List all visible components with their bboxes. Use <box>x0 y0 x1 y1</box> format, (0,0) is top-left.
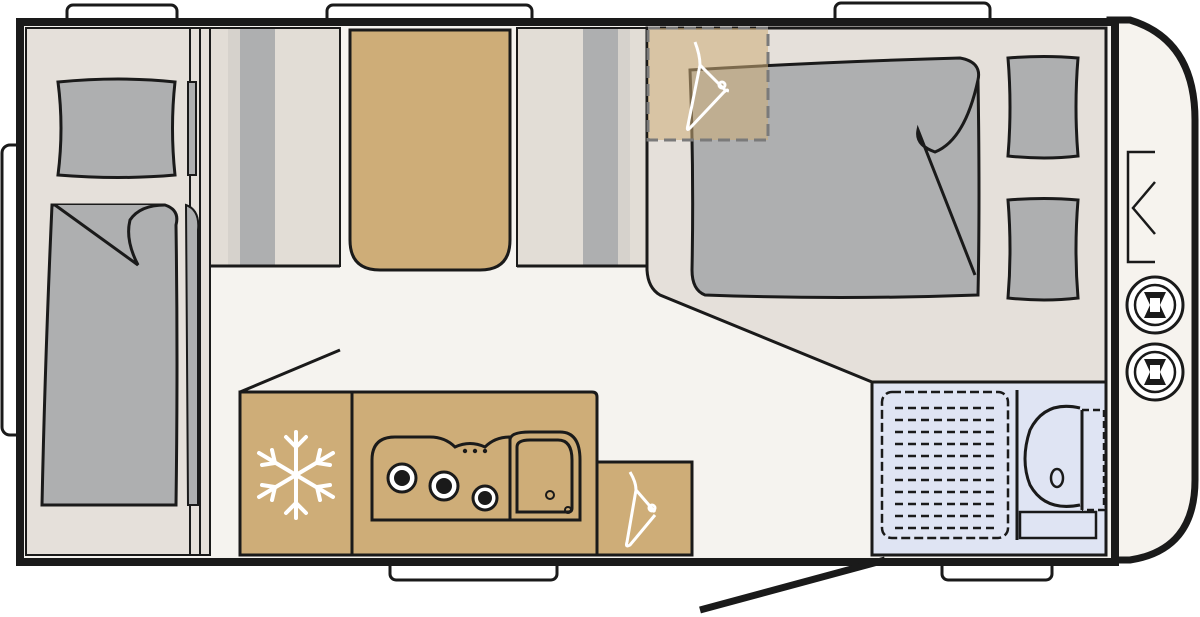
sink-icon <box>508 430 582 522</box>
wardrobe-cabinet <box>595 460 694 557</box>
hob-icon <box>370 435 512 522</box>
dinette <box>209 27 648 272</box>
kitchen-wall-diagonal <box>239 348 341 394</box>
dinette-backrest-left <box>240 28 275 266</box>
shower-tray-icon <box>880 390 1010 540</box>
hanger-icon <box>624 471 657 548</box>
front-blanket-fold <box>916 79 980 276</box>
entrance-door[interactable] <box>699 556 886 614</box>
outer-wall <box>16 18 1115 566</box>
kitchen <box>238 348 694 557</box>
front-storage <box>1113 28 1185 555</box>
front-pillow-top <box>1006 55 1080 160</box>
dinette-backrest-right-stripe <box>618 28 630 266</box>
rear-bed-area <box>25 27 211 556</box>
toilet-icon <box>1018 404 1106 540</box>
front-pillow-bottom <box>1006 197 1080 302</box>
rear-blanket-side <box>184 203 200 506</box>
rear-blanket-fold <box>54 203 166 267</box>
overhead-wardrobe-box <box>646 26 770 142</box>
hanger-icon <box>685 41 730 131</box>
rear-blanket <box>40 203 179 507</box>
dinette-table <box>348 28 512 272</box>
gas-bottle-icon <box>1125 275 1185 335</box>
rear-pillow-edge <box>187 81 197 176</box>
overhead-wardrobe <box>646 26 770 142</box>
dinette-backrest-right <box>583 28 618 266</box>
bathroom <box>870 380 1108 557</box>
gas-bottle-icon <box>1125 342 1185 402</box>
snowflake-icon <box>257 430 335 520</box>
rear-pillow <box>56 77 177 179</box>
front-bed-area <box>645 26 1108 384</box>
drawbar-icon <box>1126 150 1156 264</box>
dinette-backrest-left-stripe <box>228 28 240 266</box>
fridge-cabinet <box>238 390 354 557</box>
